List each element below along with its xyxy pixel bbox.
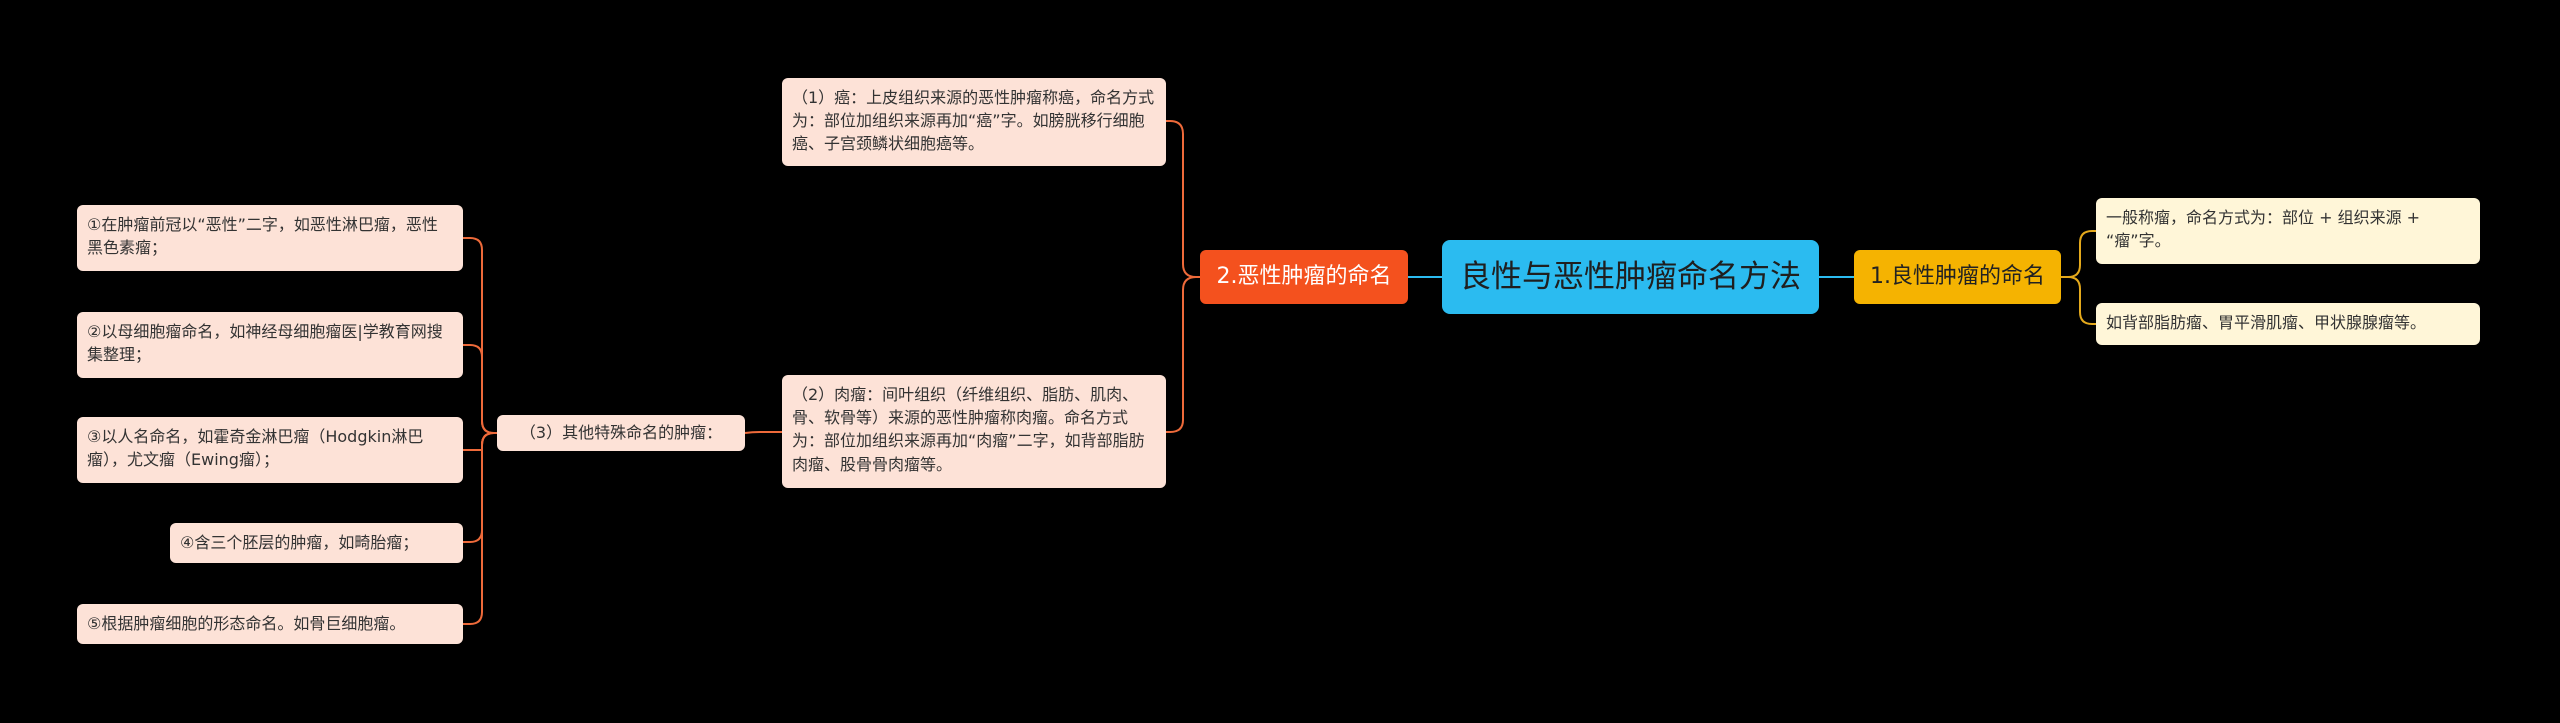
special-item-5[interactable]: ⑤根据肿瘤细胞的形态命名。如骨巨细胞瘤。: [77, 604, 463, 644]
link-special-item-5: [463, 432, 497, 625]
root-topic[interactable]: 良性与恶性肿瘤命名方法: [1442, 240, 1819, 314]
special-item-2[interactable]: ②以母细胞瘤命名，如神经母细胞瘤医|学教育网搜集整理；: [77, 312, 463, 378]
benign-branch[interactable]: 1.良性肿瘤的命名: [1854, 250, 2061, 304]
sarcoma-leaf[interactable]: （2）肉瘤：间叶组织（纤维组织、脂肪、肌肉、骨、软骨等）来源的恶性肿瘤称肉瘤。命…: [782, 375, 1166, 488]
link-special-item-1: [463, 237, 497, 434]
carcinoma-leaf[interactable]: （1）癌：上皮组织来源的恶性肿瘤称癌，命名方式为：部位加组织来源再加“癌”字。如…: [782, 78, 1166, 166]
link-sarcoma-special: [744, 431, 782, 434]
benign-leaf-2[interactable]: 如背部脂肪瘤、胃平滑肌瘤、甲状腺腺瘤等。: [2096, 303, 2480, 345]
link-benign-leaf-2: [2061, 276, 2096, 325]
malignant-branch[interactable]: 2.恶性肿瘤的命名: [1200, 250, 1408, 304]
link-special-item-2: [463, 344, 497, 434]
special-naming-branch[interactable]: （3）其他特殊命名的肿瘤：: [497, 415, 745, 451]
link-special-item-3: [463, 432, 497, 452]
benign-leaf-1[interactable]: 一般称瘤，命名方式为：部位 + 组织来源 + “瘤”字。: [2096, 198, 2480, 264]
link-malignant-leaf-1: [1166, 120, 1200, 278]
special-item-3[interactable]: ③以人名命名，如霍奇金淋巴瘤（Hodgkin淋巴瘤），尤文瘤（Ewing瘤）；: [77, 417, 463, 483]
link-benign-leaf-1: [2061, 230, 2096, 278]
link-malignant-leaf-2: [1166, 276, 1200, 433]
special-item-4[interactable]: ④含三个胚层的肿瘤，如畸胎瘤；: [170, 523, 463, 563]
special-item-1[interactable]: ①在肿瘤前冠以“恶性”二字，如恶性淋巴瘤，恶性黑色素瘤；: [77, 205, 463, 271]
